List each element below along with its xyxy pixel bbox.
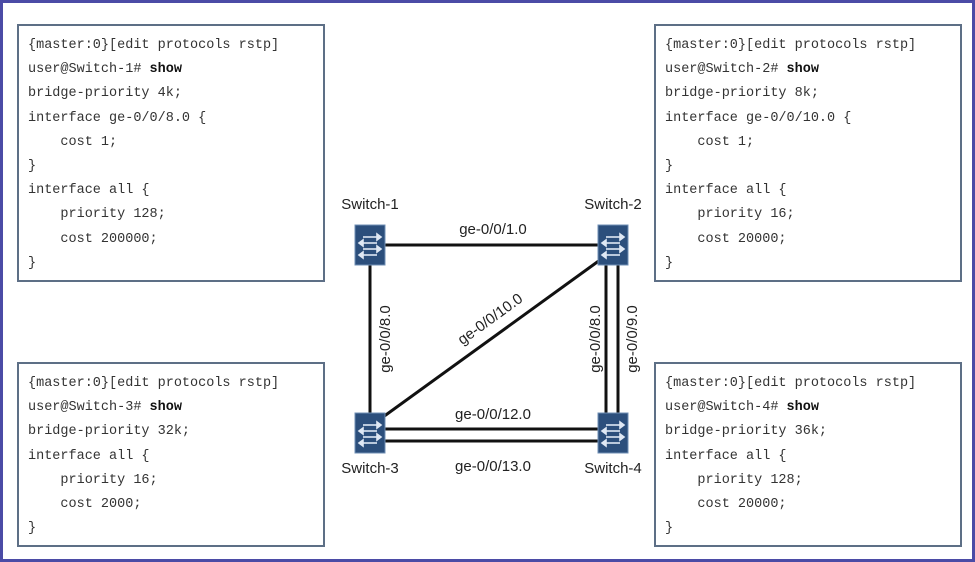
prompt-text: user@Switch-1# xyxy=(28,62,150,78)
config-line: } xyxy=(665,255,674,271)
link-label-s3-s4-b: ge-0/0/13.0 xyxy=(455,458,531,475)
command-text: show xyxy=(786,400,819,416)
switch-3-label: Switch-3 xyxy=(341,460,399,477)
config-line: cost 20000; xyxy=(665,497,787,513)
config-line: cost 20000; xyxy=(665,231,787,247)
prompt-text: user@Switch-3# xyxy=(28,400,150,416)
config-prompt-line: user@Switch-2# show xyxy=(665,58,960,82)
network-topology: Switch-1 Switch-2 Switch-3 Switch-4 ge-0… xyxy=(341,196,642,477)
link-label-s1-s3: ge-0/0/8.0 xyxy=(377,305,394,373)
switch-2-icon xyxy=(597,224,629,266)
command-text: show xyxy=(786,62,819,78)
config-line: } xyxy=(28,255,37,271)
prompt-text: user@Switch-2# xyxy=(665,62,787,78)
config-line: interface all { xyxy=(665,183,787,199)
config-context-line: {master:0}[edit protocols rstp] xyxy=(28,38,280,53)
config-line: bridge-priority 4k; xyxy=(28,86,182,102)
config-line: bridge-priority 8k; xyxy=(665,86,819,102)
config-prompt-line: user@Switch-1# show xyxy=(28,58,323,82)
switch-4-icon xyxy=(597,412,629,454)
config-line: interface all { xyxy=(28,183,150,199)
config-line: cost 2000; xyxy=(28,497,142,513)
switch-4-label: Switch-4 xyxy=(584,460,642,477)
link-label-s2-s4-a: ge-0/0/8.0 xyxy=(587,305,604,373)
command-text: show xyxy=(149,400,182,416)
config-line: } xyxy=(665,521,674,537)
config-line: bridge-priority 32k; xyxy=(28,424,191,440)
config-line: } xyxy=(665,159,674,175)
config-line: interface ge-0/0/10.0 { xyxy=(665,110,852,126)
switch-2-label: Switch-2 xyxy=(584,196,642,213)
config-context-line: {master:0}[edit protocols rstp] xyxy=(665,38,917,53)
config-line: priority 16; xyxy=(28,472,158,488)
switch-2-config-box: {master:0}[edit protocols rstp] user@Swit… xyxy=(654,24,962,282)
config-line: } xyxy=(28,521,37,537)
link-s3-s2 xyxy=(382,258,601,419)
switch-3-config-box: {master:0}[edit protocols rstp] user@Swit… xyxy=(17,362,325,547)
config-line: priority 128; xyxy=(665,472,803,488)
config-line: priority 128; xyxy=(28,207,166,223)
config-prompt-line: user@Switch-3# show xyxy=(28,396,323,420)
config-context-line: {master:0}[edit protocols rstp] xyxy=(28,376,280,391)
config-line: } xyxy=(28,159,37,175)
config-line: cost 1; xyxy=(28,134,118,150)
config-line: interface all { xyxy=(28,448,150,464)
link-label-s3-s4-a: ge-0/0/12.0 xyxy=(455,406,531,423)
config-line: cost 200000; xyxy=(28,231,158,247)
config-line: bridge-priority 36k; xyxy=(665,424,828,440)
config-line: interface ge-0/0/8.0 { xyxy=(28,110,207,126)
config-line: priority 16; xyxy=(665,207,795,223)
command-text: show xyxy=(149,62,182,78)
config-line: interface all { xyxy=(665,448,787,464)
switch-4-config-box: {master:0}[edit protocols rstp] user@Swit… xyxy=(654,362,962,547)
config-line: cost 1; xyxy=(665,134,755,150)
switch-1-label: Switch-1 xyxy=(341,196,399,213)
link-label-s2-s4-b: ge-0/0/9.0 xyxy=(624,305,641,373)
config-prompt-line: user@Switch-4# show xyxy=(665,396,960,420)
config-context-line: {master:0}[edit protocols rstp] xyxy=(665,376,917,391)
switch-1-icon xyxy=(354,224,386,266)
switch-1-config-box: {master:0}[edit protocols rstp] user@Swit… xyxy=(17,24,325,282)
link-label-s1-s2: ge-0/0/1.0 xyxy=(459,221,527,238)
switch-3-icon xyxy=(354,412,386,454)
prompt-text: user@Switch-4# xyxy=(665,400,787,416)
